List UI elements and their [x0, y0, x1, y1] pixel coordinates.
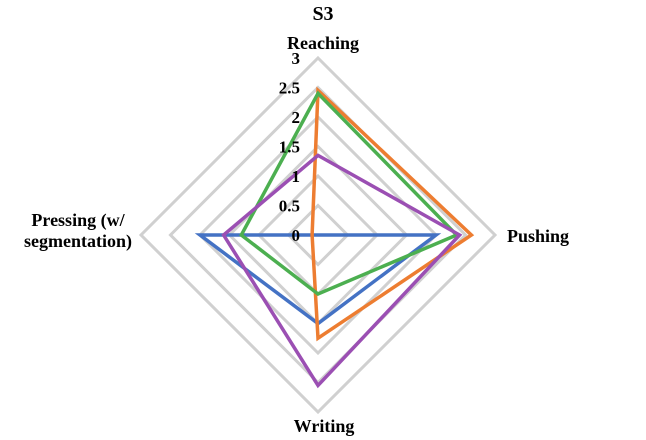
axis-label: segmentation): [24, 231, 132, 252]
r-tick-label: 2: [292, 108, 301, 127]
chart-title: S3: [312, 3, 333, 25]
series-3-line: [239, 90, 460, 297]
axis-label: Writing: [294, 416, 355, 436]
grid-ring-4: [197, 114, 439, 356]
grid-ring-1: [286, 203, 350, 267]
series-layer: [194, 86, 475, 389]
r-tick-label: 2.5: [279, 79, 300, 98]
r-tick-label: 3: [292, 49, 301, 68]
series-4-line: [221, 153, 463, 389]
axis-label: Pushing: [507, 226, 569, 246]
r-tick-label: 0.5: [279, 197, 300, 216]
series-2-line: [310, 86, 475, 342]
r-tick-label: 1: [292, 167, 301, 186]
r-tick-label: 1.5: [279, 138, 300, 157]
grid-ring-6: [138, 55, 498, 415]
axis-label: Reaching: [287, 33, 359, 53]
axis-label: Pressing (w/: [31, 210, 125, 231]
tick-labels: 0 0.5 1 1.5 2 2.5 3: [279, 49, 300, 245]
r-tick-label: 0: [292, 226, 301, 245]
